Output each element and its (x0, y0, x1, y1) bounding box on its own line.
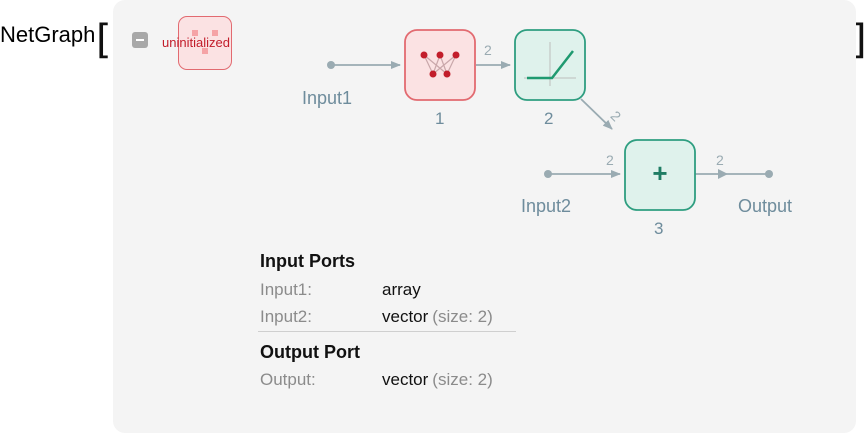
edge-size-n3-out: 2 (716, 152, 724, 168)
node-1-number: 1 (435, 109, 445, 128)
node-2-ramp[interactable] (514, 29, 586, 101)
node-3-plus[interactable] (624, 139, 696, 211)
collapse-toggle-icon[interactable] (132, 32, 148, 48)
edge-node3-output (695, 169, 773, 179)
edge-size-in2-n3: 2 (606, 152, 614, 168)
input-port-type: vector(size: 2) (382, 307, 493, 327)
netgraph-panel (113, 0, 856, 433)
ports-divider (258, 331, 516, 332)
output-port-type-detail: (size: 2) (432, 370, 493, 389)
input-port-type-value: array (382, 280, 421, 299)
input-ports-title: Input Ports (260, 251, 355, 271)
node-3-number: 3 (654, 219, 664, 238)
node-2-number: 2 (544, 109, 554, 128)
output-port-name: Output: (260, 370, 316, 389)
input-port-name: Input1: (260, 280, 312, 299)
output-port-title: Output Port (260, 342, 360, 362)
input-port-type: array (382, 280, 425, 300)
input-port-type-value: vector (382, 307, 429, 326)
output-label: Output (738, 196, 793, 216)
input1-label: Input1 (302, 88, 353, 108)
input2-label: Input2 (521, 196, 572, 216)
input-port-name: Input2: (260, 307, 312, 326)
edge-size-n1-n2: 2 (484, 42, 492, 58)
edge-node2-node3 (580, 98, 613, 130)
output-port-type: vector(size: 2) (382, 370, 493, 390)
node-3-symbol: + (652, 158, 668, 188)
edge-input1-node1 (327, 61, 401, 69)
open-bracket: [ (96, 17, 112, 63)
input-port-type-detail: (size: 2) (432, 307, 493, 326)
uninitialized-label: uninitialized (162, 35, 230, 50)
node-1-linear[interactable] (404, 29, 476, 101)
output-port-type-value: vector (382, 370, 429, 389)
netgraph-head: NetGraph (0, 22, 96, 47)
uninitialized-badge (178, 16, 232, 70)
edge-input2-node3 (544, 170, 621, 178)
